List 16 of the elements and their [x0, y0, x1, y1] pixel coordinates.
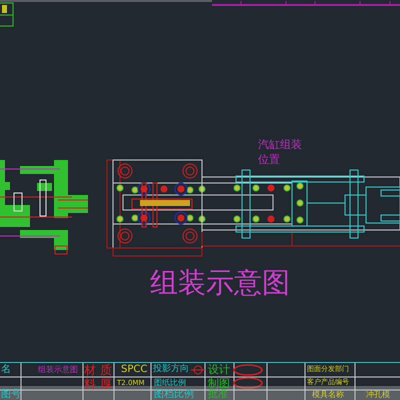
cell-text: 模具名称 — [312, 391, 344, 399]
cell-text: 设计 — [208, 364, 230, 375]
cell-text: 图纸比例 — [154, 379, 186, 387]
cell-text: 批准 — [208, 390, 228, 400]
cell-text: 制图 — [208, 378, 230, 389]
cell-text: 投影方向 — [153, 365, 189, 374]
drawing-title: 组装示意图 — [150, 270, 290, 298]
cell-text: 组装示意图 — [38, 366, 78, 374]
cell-text: 名 — [1, 365, 11, 375]
cell-text: 图档比例 — [154, 390, 194, 400]
cell-text: 图号 — [1, 390, 21, 400]
cell-text: SPCC — [121, 365, 148, 375]
cell-text: 材 质 — [84, 364, 112, 376]
cell-text: 冲孔模 — [366, 391, 390, 399]
note-text: 汽缸组装位置 — [258, 137, 303, 168]
cell-text: 料 厚 — [84, 378, 112, 390]
